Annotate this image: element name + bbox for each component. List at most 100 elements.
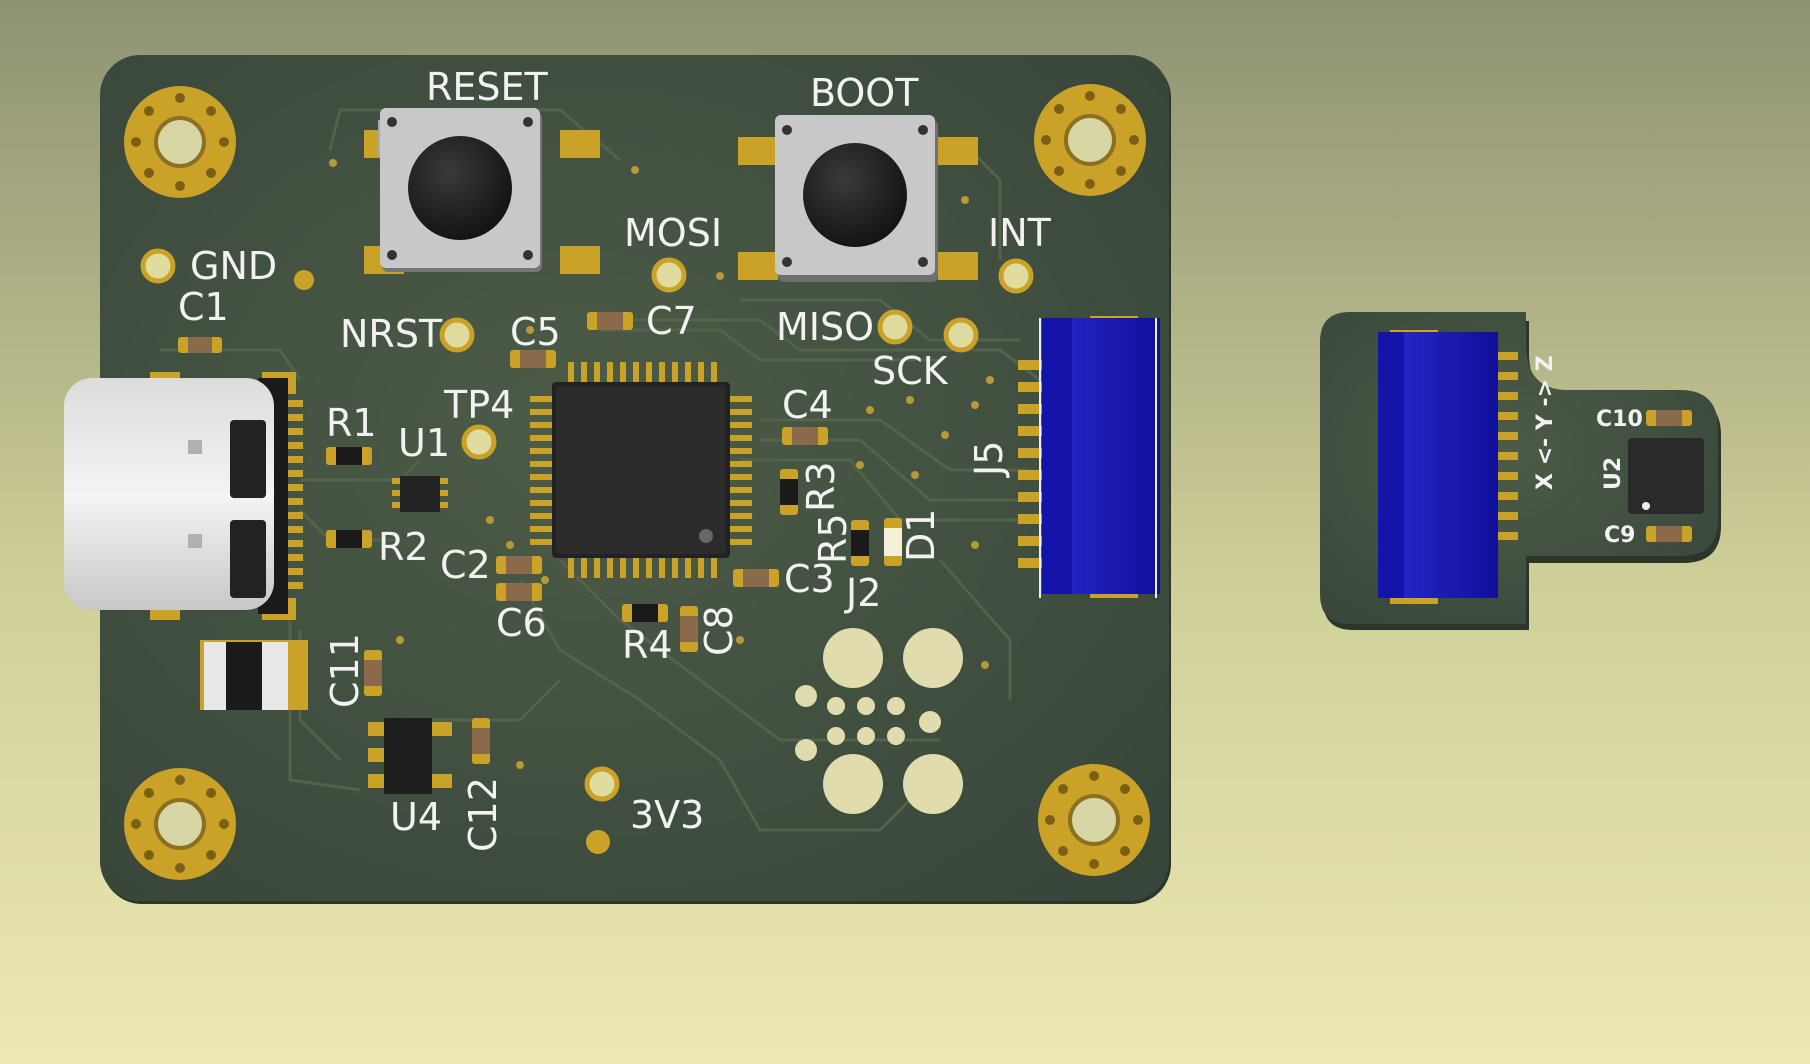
label-tp4: TP4 <box>443 383 514 427</box>
via-gnd <box>294 270 314 290</box>
r1-res <box>326 447 372 465</box>
mounting-hole-top-right <box>1034 84 1146 196</box>
c12-cap <box>472 718 490 764</box>
mcu-pin <box>633 362 639 382</box>
mcu-pin <box>698 558 704 578</box>
u4-chip <box>368 718 452 794</box>
c11-cap <box>364 650 382 696</box>
silkscreen: RESET BOOT GND C1 NRST C5 C7 MOSI MISO I… <box>178 65 1052 852</box>
tp-3v3 <box>584 766 620 802</box>
label-nrst: NRST <box>340 312 443 356</box>
mcu-pin <box>685 558 691 578</box>
mcu-pin <box>594 558 600 578</box>
mcu-pin <box>672 362 678 382</box>
mcu-pin <box>530 539 552 545</box>
mcu-pin <box>730 513 752 519</box>
mcu-pin <box>659 558 665 578</box>
label-j5: J5 <box>967 441 1011 478</box>
label-sck: SCK <box>872 349 949 393</box>
c6-cap <box>496 583 542 601</box>
tp-gnd <box>140 248 176 284</box>
label-c12: C12 <box>461 777 505 852</box>
mcu-pin <box>711 558 717 578</box>
label-c5: C5 <box>510 310 561 354</box>
mcu-pin <box>530 487 552 493</box>
label-reset: RESET <box>426 65 549 109</box>
mcu-pin <box>730 396 752 402</box>
mcu-pin <box>530 396 552 402</box>
label-mosi: MOSI <box>624 211 722 255</box>
label-int: INT <box>988 211 1052 255</box>
tp-sck <box>943 317 979 353</box>
j5-connector[interactable] <box>1018 316 1160 598</box>
label-j2: J2 <box>844 571 881 615</box>
mcu-pin <box>530 448 552 454</box>
tp-miso <box>877 309 913 345</box>
j2-connector[interactable] <box>795 628 963 814</box>
label-c4: C4 <box>782 383 833 427</box>
label-d1: D1 <box>899 509 943 562</box>
c1-cap <box>178 337 222 353</box>
reset-button[interactable] <box>364 108 600 274</box>
sensor-fpc-connector[interactable] <box>1378 330 1518 604</box>
mcu-pin <box>581 362 587 382</box>
mcu-pin <box>646 362 652 382</box>
mcu-pin <box>730 448 752 454</box>
label-gnd: GND <box>190 244 277 288</box>
c2-cap <box>496 556 542 574</box>
mcu-pin <box>730 500 752 506</box>
passives <box>178 312 902 764</box>
mcu-pin <box>730 422 752 428</box>
mcu-pin <box>685 362 691 382</box>
label-axis: X <- Y -> Z <box>1533 355 1558 490</box>
label-r5: R5 <box>811 513 855 564</box>
label-r4: R4 <box>622 623 673 667</box>
u1-chip <box>392 476 448 512</box>
c8-cap <box>680 606 698 652</box>
r4-res <box>622 604 668 622</box>
mcu-pin <box>581 558 587 578</box>
mcu-pin <box>730 526 752 532</box>
label-c7: C7 <box>646 299 697 343</box>
u2-sensor-chip <box>1628 438 1704 514</box>
vias <box>329 159 994 769</box>
boot-button[interactable] <box>738 115 978 282</box>
mcu-pin <box>530 500 552 506</box>
power-inductor <box>200 640 308 710</box>
mcu-pin <box>730 539 752 545</box>
mcu-pin <box>568 558 574 578</box>
label-u4: U4 <box>390 795 442 839</box>
r3-res <box>780 469 798 515</box>
label-r2: R2 <box>378 525 429 569</box>
mcu-pin <box>633 558 639 578</box>
label-c1: C1 <box>178 285 229 329</box>
sensor-board: C10 C9 U2 X <- Y -> Z <box>1320 312 1721 630</box>
mcu-pin <box>594 362 600 382</box>
mcu-pin <box>698 362 704 382</box>
label-u1: U1 <box>398 421 450 465</box>
tp-nrst <box>439 317 475 353</box>
label-miso: MISO <box>776 305 874 349</box>
label-boot: BOOT <box>810 71 919 115</box>
mcu-pin <box>646 558 652 578</box>
c5-cap <box>510 350 556 368</box>
mcu-pin <box>607 558 613 578</box>
c7-cap <box>587 312 633 330</box>
label-c2: C2 <box>440 543 491 587</box>
mcu-pin <box>730 474 752 480</box>
c3-cap <box>733 569 779 587</box>
mcu-pin <box>530 513 552 519</box>
tp-tp4 <box>461 424 497 460</box>
mcu-pin <box>620 362 626 382</box>
d1-led <box>884 518 902 566</box>
usb-c-connector[interactable] <box>64 372 303 620</box>
mcu-chip <box>530 362 752 578</box>
mcu-pin <box>530 435 552 441</box>
mcu-pin <box>730 409 752 415</box>
test-pads <box>140 248 1034 802</box>
mcu-pin <box>730 461 752 467</box>
label-3v3: 3V3 <box>630 793 704 837</box>
label-c11: C11 <box>323 633 367 708</box>
